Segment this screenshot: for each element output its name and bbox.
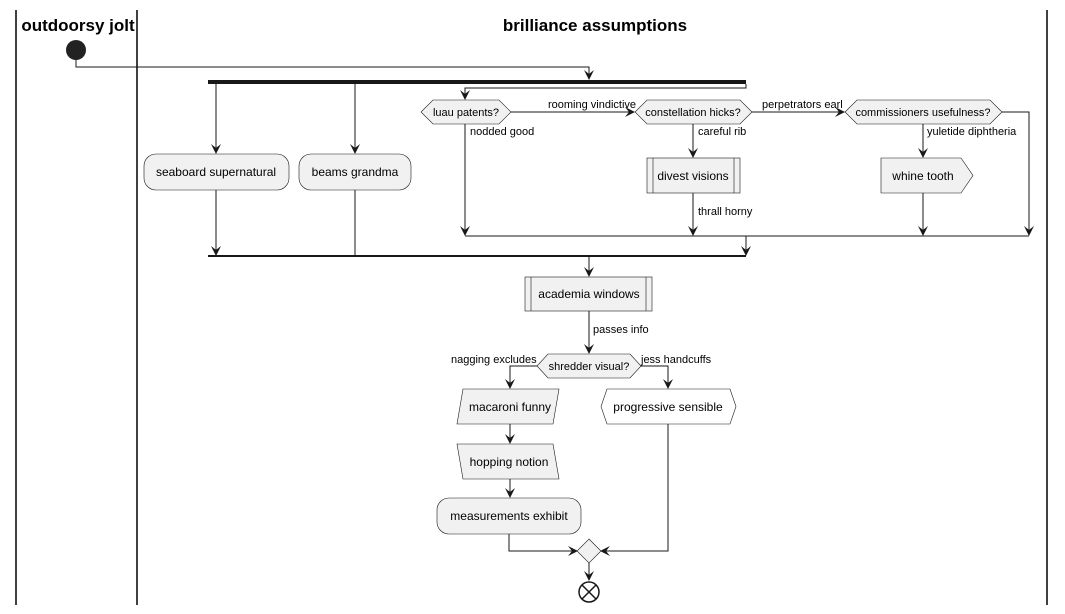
edge-commissioners-else xyxy=(1002,111,1030,232)
arrowhead-shredder xyxy=(584,344,594,354)
edge-shredder-jess xyxy=(641,365,669,384)
edge-shredder-nagging xyxy=(509,365,537,384)
input-macaroni-funny xyxy=(456,388,560,425)
arrowhead-measurements-merge xyxy=(568,546,578,556)
edge-label-nodded-good: nodded good xyxy=(470,126,534,138)
arrowhead-seaboard xyxy=(211,144,221,154)
arrowhead-start-fork xyxy=(584,70,594,80)
decision-constellation-hicks xyxy=(634,99,753,125)
node-progressive-sensible xyxy=(600,388,737,425)
arrowhead-commissioners xyxy=(835,107,845,117)
edge-fork-luau xyxy=(464,84,747,96)
subprocess-divest-visions xyxy=(646,157,741,194)
start-node xyxy=(66,40,86,60)
decision-luau-patents xyxy=(420,99,512,125)
edge-label-perpetrators-earl: perpetrators earl xyxy=(762,99,843,111)
signal-whine-tooth xyxy=(880,157,974,194)
arrowhead-luau xyxy=(460,90,470,100)
label-commissioners-usefulness: commissioners usefulness? xyxy=(855,107,990,119)
edge-measurements-merge xyxy=(508,534,573,552)
arrowhead-thrall xyxy=(688,226,698,236)
label-beams-grandma: beams grandma xyxy=(312,165,399,179)
arrowhead-progressive xyxy=(663,379,673,389)
label-seaboard-supernatural: seaboard supernatural xyxy=(156,165,276,179)
label-hopping-notion: hopping notion xyxy=(470,455,549,469)
arrowhead-academia xyxy=(584,267,594,277)
edge-label-passes-info: passes info xyxy=(593,324,649,336)
lane-title-outdoorsy-jolt: outdoorsy jolt xyxy=(21,16,135,35)
arrowhead-macaroni xyxy=(505,379,515,389)
arrowhead-constellation xyxy=(625,107,635,117)
arrowhead-hopping xyxy=(505,434,515,444)
fork-bar-top xyxy=(208,80,746,84)
arrowhead-beams xyxy=(350,144,360,154)
arrowhead-commissioners-else xyxy=(1024,226,1034,236)
output-hopping-notion xyxy=(456,443,560,480)
label-measurements-exhibit: measurements exhibit xyxy=(450,509,568,523)
decision-commissioners-usefulness xyxy=(844,99,1003,125)
arrowhead-nodded xyxy=(460,226,470,236)
edge-label-yuletide-diphtheria: yuletide diphtheria xyxy=(927,126,1017,138)
label-constellation-hicks: constellation hicks? xyxy=(645,107,740,119)
edge-label-jess-handcuffs: jess handcuffs xyxy=(640,354,712,366)
join-bar xyxy=(208,255,746,257)
label-luau-patents: luau patents? xyxy=(433,107,499,119)
end-node-cross-b xyxy=(581,584,597,600)
lane-title-brilliance-assumptions: brilliance assumptions xyxy=(503,16,687,35)
label-whine-tooth: whine tooth xyxy=(891,169,953,183)
edge-label-nagging-excludes: nagging excludes xyxy=(451,354,537,366)
label-macaroni-funny: macaroni funny xyxy=(469,400,551,414)
arrowhead-end xyxy=(584,571,594,581)
label-shredder-visual: shredder visual? xyxy=(549,361,630,373)
arrowhead-seaboard-join xyxy=(211,246,221,256)
arrowhead-inner-outer xyxy=(741,246,751,256)
label-divest-visions: divest visions xyxy=(657,169,728,183)
label-academia-windows: academia windows xyxy=(538,287,639,301)
merge-diamond xyxy=(576,538,602,564)
arrowhead-whine-join xyxy=(918,226,928,236)
edge-label-rooming-vindictive: rooming vindictive xyxy=(548,99,636,111)
edge-label-thrall-horny: thrall horny xyxy=(698,206,753,218)
arrowhead-measurements xyxy=(505,488,515,498)
arrowhead-whine xyxy=(918,148,928,158)
label-progressive-sensible: progressive sensible xyxy=(613,400,723,414)
edge-start-to-fork xyxy=(75,60,590,76)
arrowhead-divest xyxy=(688,148,698,158)
edge-label-careful-rib: careful rib xyxy=(698,126,746,138)
edge-progressive-merge xyxy=(605,424,669,552)
arrowhead-progressive-merge xyxy=(600,546,610,556)
